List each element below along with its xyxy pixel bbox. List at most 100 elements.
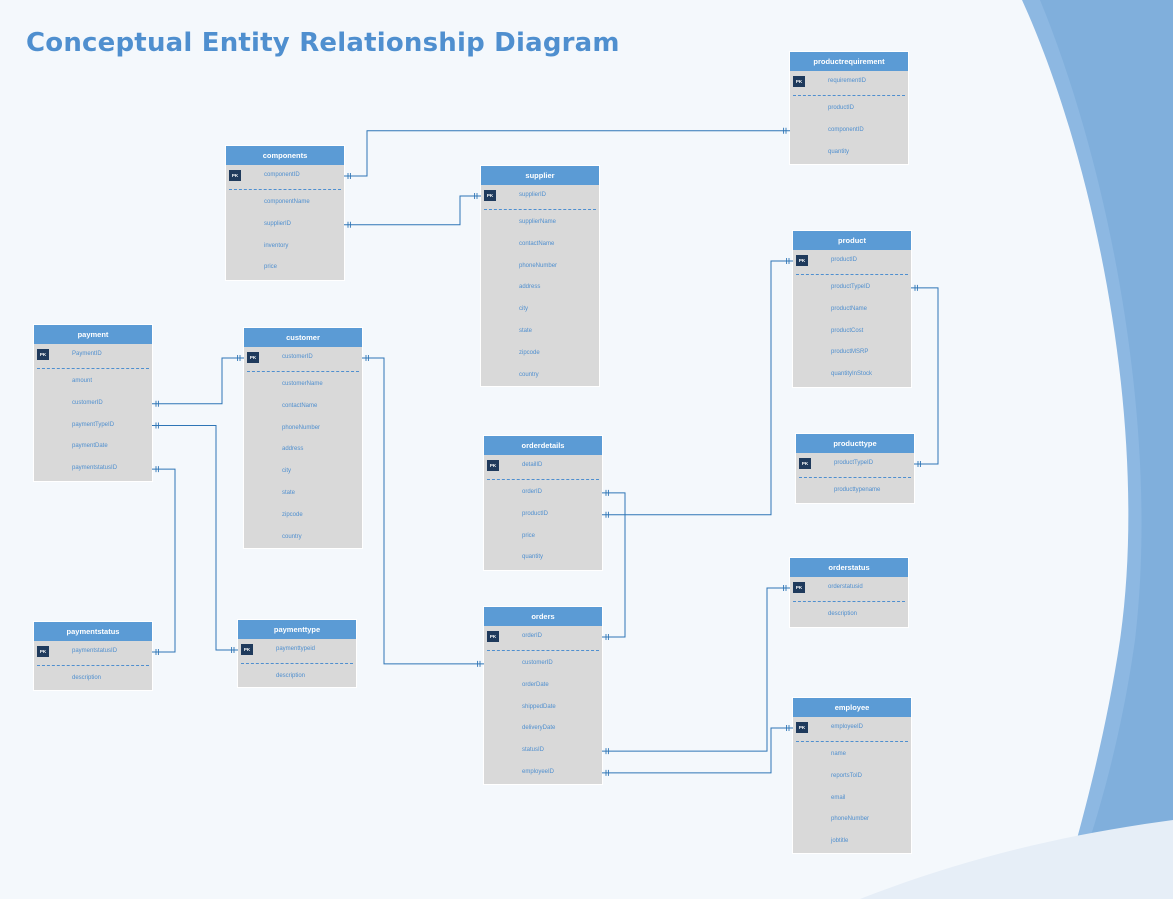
attribute-field: shippedDate — [522, 703, 556, 710]
attribute-field: phoneNumber — [519, 262, 558, 269]
key-separator — [37, 368, 149, 369]
primary-key-field: orderstatusid — [828, 584, 863, 590]
attribute-field: phoneNumber — [831, 816, 870, 823]
attribute-field: contactName — [519, 240, 555, 247]
key-separator — [247, 371, 359, 372]
key-separator — [796, 741, 908, 742]
attribute-field: productCost — [831, 327, 864, 334]
attribute-field: description — [828, 611, 858, 617]
key-separator — [796, 274, 908, 275]
attribute-list: description — [790, 602, 908, 626]
primary-key-field: employeeID — [831, 724, 864, 730]
attribute-field: amount — [72, 378, 93, 384]
attribute-field: deliveryDate — [522, 725, 556, 732]
primary-key-field: requirementID — [828, 78, 867, 84]
attribute-field: price — [522, 532, 536, 539]
attribute-field: productID — [522, 510, 549, 517]
attribute-field: paymentDate — [72, 443, 108, 450]
primary-key-field: detailID — [522, 462, 543, 468]
attribute-field: componentID — [828, 126, 864, 133]
attribute-field: zipcode — [519, 349, 540, 356]
primary-key-icon: PK — [484, 190, 496, 201]
attribute-field: address — [282, 446, 304, 453]
attribute-field: quantity — [828, 148, 850, 155]
primary-key-icon: PK — [487, 460, 499, 471]
attribute-field: description — [72, 675, 102, 681]
entity-header: producttype — [796, 434, 914, 453]
attribute-field: customerID — [522, 660, 553, 666]
primary-key-icon: PK — [799, 458, 811, 469]
entity-header: customer — [244, 328, 362, 347]
primary-key-field: productTypeID — [834, 460, 874, 466]
primary-key-row: PK productTypeID — [796, 453, 914, 477]
attribute-field: productName — [831, 305, 868, 312]
attribute-field: email — [831, 794, 846, 801]
attribute-field: productID — [828, 105, 855, 111]
attribute-list: description — [34, 666, 152, 690]
entity-header: product — [793, 231, 911, 250]
attribute-field: supplierID — [264, 220, 292, 227]
primary-key-icon: PK — [37, 646, 49, 657]
entity-header: paymentstatus — [34, 622, 152, 641]
attribute-field: componentName — [264, 199, 310, 205]
entity-header: supplier — [481, 166, 599, 185]
entity-header: orders — [484, 607, 602, 626]
primary-key-icon: PK — [37, 349, 49, 360]
primary-key-icon: PK — [229, 170, 241, 181]
attribute-field: state — [282, 489, 296, 496]
attribute-field: customerName — [282, 381, 323, 387]
attribute-field: country — [282, 533, 302, 540]
attribute-field: contactName — [282, 402, 318, 409]
attribute-field: customerID — [72, 399, 103, 406]
key-separator — [487, 650, 599, 651]
entity-header: paymenttype — [238, 620, 356, 639]
key-separator — [793, 601, 905, 602]
attribute-field: description — [276, 673, 306, 679]
entity-header: productrequirement — [790, 52, 908, 71]
attribute-field: paymentstatusID — [72, 465, 118, 472]
entity-header: payment — [34, 325, 152, 344]
attribute-field: employeeID — [522, 768, 555, 775]
attribute-list: productID componentID quantity — [790, 96, 908, 163]
key-separator — [229, 189, 341, 190]
attribute-field: inventory — [264, 242, 289, 249]
attribute-field: city — [519, 306, 528, 313]
attribute-field: name — [831, 751, 847, 757]
attribute-field: producttypename — [834, 487, 881, 493]
attribute-field: city — [282, 468, 291, 475]
attribute-field: orderID — [522, 489, 543, 495]
attribute-field: orderDate — [522, 681, 549, 688]
attribute-list: description — [238, 664, 356, 688]
attribute-field: quantityInStock — [831, 371, 873, 378]
attribute-field: productMSRP — [831, 349, 869, 356]
key-separator — [37, 665, 149, 666]
primary-key-icon: PK — [796, 255, 808, 266]
primary-key-icon: PK — [793, 582, 805, 593]
key-separator — [241, 663, 353, 664]
entity-header: components — [226, 146, 344, 165]
